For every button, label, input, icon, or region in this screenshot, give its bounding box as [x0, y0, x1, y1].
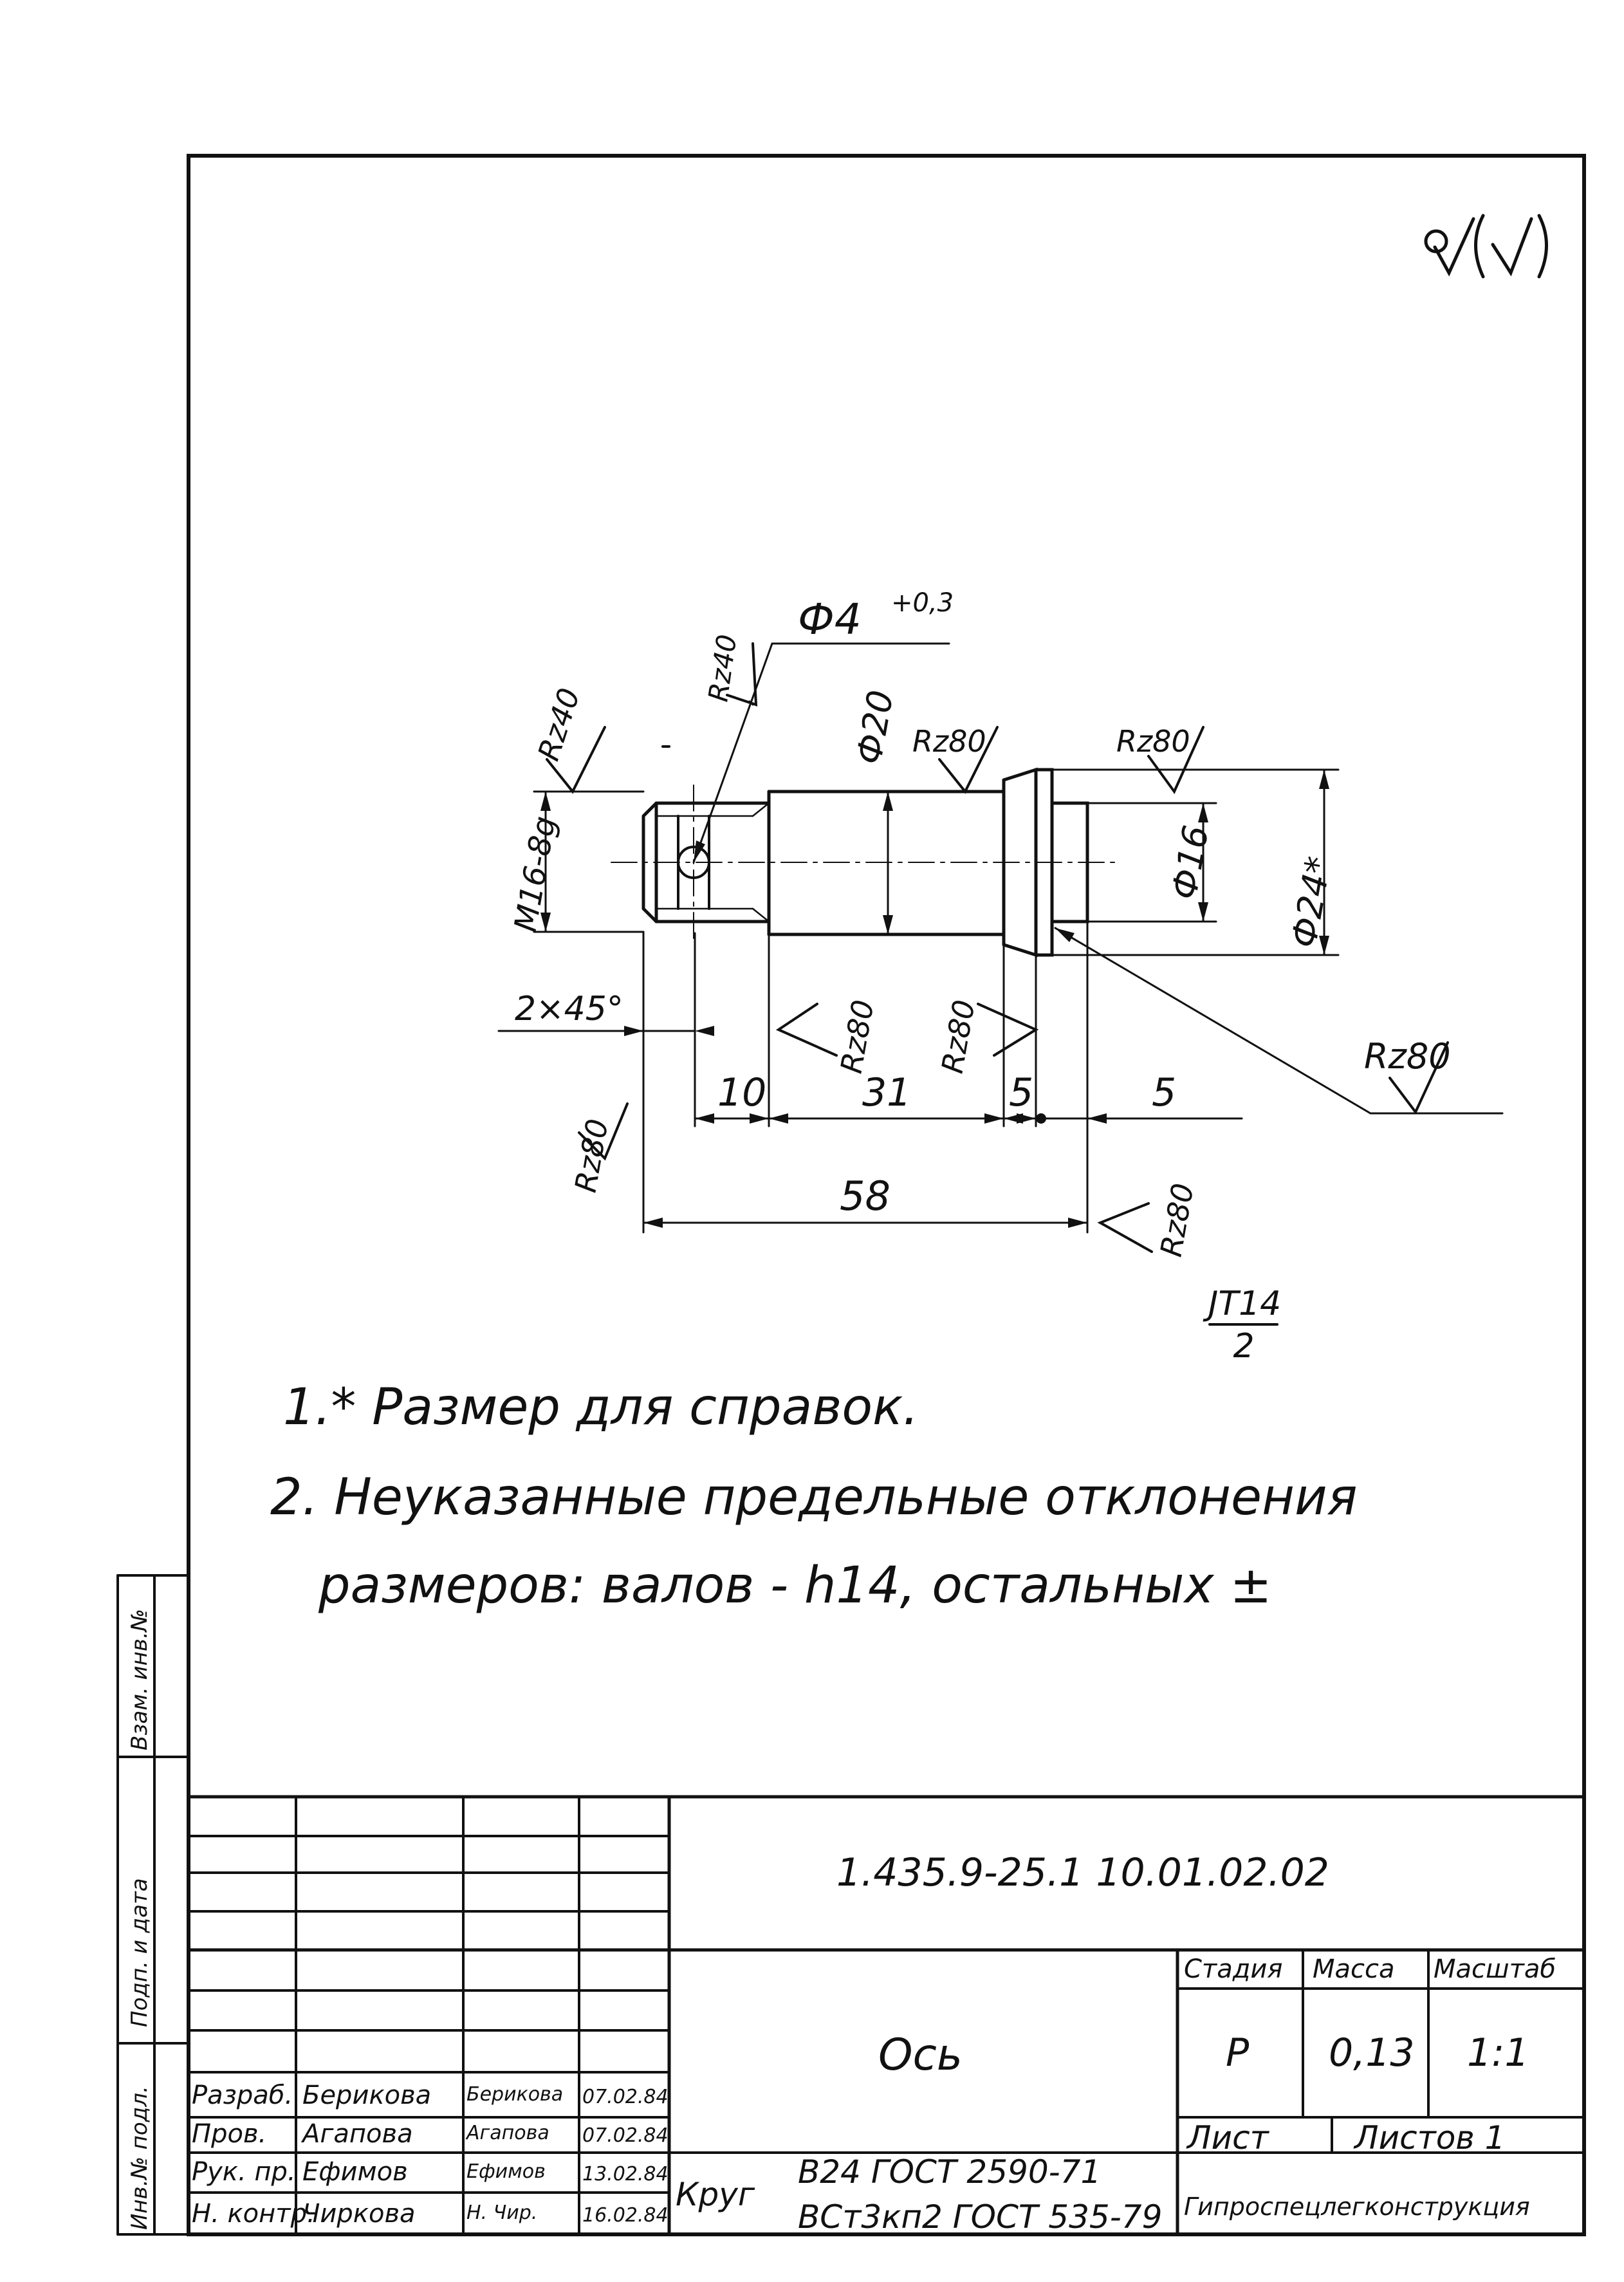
- part-name: Ось: [878, 2030, 963, 2081]
- dim-thread: M16-8g: [508, 813, 564, 934]
- side-label-inv-podl: Инв.№ подл.: [127, 2086, 152, 2230]
- dim-len-58: 58: [840, 1173, 890, 1220]
- material-line-1: В24 ГОСТ 2590-71: [798, 2153, 1102, 2191]
- side-label-vzam-inv: Взам. инв.№: [127, 1609, 152, 1750]
- scale-value: 1:1: [1467, 2030, 1529, 2075]
- rough-rz80-lowleft: Rz80: [568, 1117, 615, 1195]
- rough-rz40-hole: Rz40: [702, 633, 743, 703]
- doc-code: 1.435.9-25.1 10.01.02.02: [836, 1850, 1329, 1895]
- dim-len-5b: 5: [1152, 1070, 1176, 1115]
- mass-value: 0,13: [1329, 2030, 1415, 2075]
- tb-role-razrab: Разраб.: [192, 2081, 293, 2110]
- dim-len-5a: 5: [1009, 1070, 1033, 1115]
- stage-value: Р: [1226, 2030, 1250, 2075]
- arrowheads: [540, 770, 1329, 1228]
- note-fraction-numerator: JT14: [1208, 1285, 1282, 1323]
- tb-date-ruk: 13.02.84: [582, 2163, 669, 2185]
- tb-role-ruk: Рук. пр.: [192, 2157, 296, 2187]
- frame-border: [187, 154, 1586, 2236]
- tb-name-razrab: Берикова: [302, 2081, 432, 2110]
- dim-phi20: Ф20: [849, 687, 901, 767]
- stage-label: Стадия: [1184, 1954, 1283, 1984]
- rough-rz80-topright: Rz80: [1116, 724, 1190, 759]
- organization: Гипроспецлегконструкция: [1184, 2193, 1530, 2221]
- sheets-label: Листов 1: [1354, 2119, 1506, 2157]
- tb-sign-prov: Агапова: [466, 2122, 549, 2144]
- dim-len-10: 10: [717, 1070, 766, 1115]
- rough-rz80-mid2: Rz80: [935, 997, 982, 1076]
- dim-phi24: Ф24*: [1284, 853, 1340, 951]
- dim-hole-tolerance: +0,3: [891, 588, 954, 618]
- note-3: размеров: валов - h14, остальных ±: [318, 1557, 1272, 1615]
- sheet-label: Лист: [1187, 2119, 1269, 2157]
- dim-phi16: Ф16: [1164, 822, 1217, 902]
- tb-role-prov: Пров.: [192, 2119, 267, 2149]
- scale-label: Масштаб: [1434, 1954, 1556, 1984]
- tb-date-razrab: 07.02.84: [582, 2086, 669, 2108]
- rough-rz80-lowright: Rz80: [1154, 1181, 1201, 1259]
- thread-lines: [655, 802, 770, 923]
- tb-sign-razrab: Берикова: [466, 2083, 564, 2106]
- material-prefix: Круг: [676, 2176, 755, 2213]
- rough-rz40-left: Rz40: [531, 684, 587, 765]
- dim-hole-diameter: Ф4: [798, 595, 862, 644]
- rough-rz80-mid1: Rz80: [834, 997, 881, 1076]
- roughness-symbols: [546, 214, 1548, 1253]
- side-label-podp-data: Подп. и дата: [127, 1878, 152, 2027]
- dim-len-31: 31: [862, 1070, 911, 1115]
- mass-label: Масса: [1313, 1954, 1395, 1984]
- center-lines: [611, 784, 1120, 940]
- dimension-lines: [497, 642, 1504, 1234]
- note-2: 2. Неуказанные предельные отклонения: [270, 1469, 1358, 1526]
- tb-date-nkontr: 16.02.84: [582, 2204, 669, 2227]
- title-block-grid: [187, 1795, 1586, 2236]
- dim-chamfer: 2×45°: [515, 990, 623, 1028]
- tb-name-ruk: Ефимов: [302, 2157, 408, 2187]
- tb-name-prov: Агапова: [302, 2119, 413, 2149]
- tb-date-prov: 07.02.84: [582, 2124, 669, 2147]
- general-roughness-label: ∀(√): [1409, 283, 1411, 284]
- rough-rz80-top-label: Rz80: [912, 724, 986, 759]
- note-1: 1.* Размер для справок.: [283, 1378, 919, 1436]
- tb-name-nkontr: Чиркова: [302, 2199, 416, 2229]
- tb-role-nkontr: Н. контр.: [192, 2199, 315, 2229]
- general-roughness: ∀(√): [1403, 212, 1404, 213]
- rough-rz80-right: Rz80: [1364, 1036, 1451, 1077]
- note-fraction-denominator: 2: [1233, 1327, 1255, 1366]
- material-line-2: ВСт3кп2 ГОСТ 535-79: [798, 2198, 1163, 2236]
- tb-sign-ruk: Ефимов: [466, 2160, 546, 2183]
- side-strip: [116, 1574, 190, 2236]
- tb-sign-nkontr: Н. Чир.: [466, 2202, 538, 2224]
